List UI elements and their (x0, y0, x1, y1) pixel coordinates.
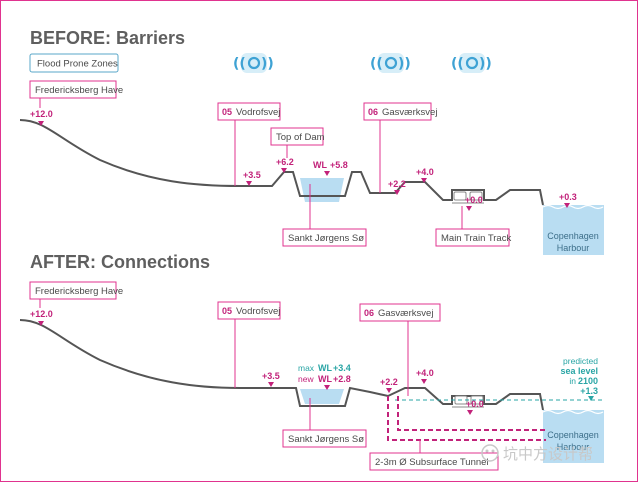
watermark: 坑中方设计帮 (481, 444, 593, 463)
svg-text:Fredericksberg Have: Fredericksberg Have (35, 85, 123, 96)
before-park-label: Fredericksberg Have (29, 80, 123, 99)
legend-label: Flood Prone Zones (37, 59, 118, 70)
after-lake-label: Sankt Jørgens Sø (282, 429, 367, 448)
after-park-label: Fredericksberg Have (29, 281, 123, 300)
svg-text:Copenhagen: Copenhagen (547, 231, 599, 241)
after-tunnel-label: 2-3m Ø Subsurface Tunnel (369, 452, 499, 471)
after-title: AFTER: Connections (30, 252, 210, 272)
svg-text:Top of Dam: Top of Dam (276, 132, 325, 143)
svg-text:)): )) (261, 56, 274, 72)
after-max-water-level: max WL +3.4 (298, 363, 351, 373)
flood-icon: (( )) (233, 53, 274, 73)
after-elev-track: +0.0 (466, 399, 484, 409)
svg-text:Vodrofsvej: Vodrofsvej (236, 306, 280, 317)
before-lake-label: Sankt Jørgens Sø (282, 228, 367, 247)
svg-text:WL: WL (318, 363, 332, 373)
svg-text:Gasværksvej: Gasværksvej (382, 107, 437, 118)
before-elev-track: +0.0 (465, 195, 483, 205)
svg-text:+1.3: +1.3 (580, 386, 598, 396)
after-street05-label: 05 Vodrofsvej (217, 301, 281, 320)
before-dam-label: Top of Dam (270, 127, 325, 146)
svg-text:06: 06 (364, 308, 374, 318)
svg-text:WL: WL (318, 374, 332, 384)
before-harbour-label: Copenhagen Harbour (547, 231, 599, 253)
subsurface-tunnel (387, 396, 546, 441)
flood-icon: (( )) (451, 53, 492, 73)
flood-icon: (( )) (370, 53, 411, 73)
svg-text:Harbour: Harbour (557, 442, 590, 452)
before-title: BEFORE: Barriers (30, 28, 185, 48)
before-elev-street06: +2.2 (388, 179, 406, 189)
svg-text:Gasværksvej: Gasværksvej (378, 308, 433, 319)
svg-text:+5.8: +5.8 (330, 160, 348, 170)
svg-text:Vodrofsvej: Vodrofsvej (236, 107, 280, 118)
svg-text:max: max (298, 363, 315, 373)
before-elev-street05: +3.5 (243, 170, 261, 180)
before-train-label: Main Train Track (435, 228, 511, 247)
svg-text:Fredericksberg Have: Fredericksberg Have (35, 286, 123, 297)
before-lake-water (300, 178, 344, 202)
svg-text:06: 06 (368, 107, 378, 117)
before-harbour-water (543, 205, 604, 255)
train-icon (452, 191, 484, 204)
after-elev-hill: +4.0 (416, 368, 434, 378)
svg-text:2100: 2100 (578, 376, 598, 386)
svg-text:in: in (569, 376, 576, 386)
after-ground-profile (19, 319, 544, 411)
svg-text:Sankt Jørgens Sø: Sankt Jørgens Sø (288, 233, 364, 244)
before-elev-park: +12.0 (30, 109, 53, 119)
svg-text:Harbour: Harbour (557, 243, 590, 253)
after-new-water-level: new WL +2.8 (298, 374, 351, 390)
after-harbour-water (543, 410, 604, 463)
before-street05-label: 05 Vodrofsvej (217, 102, 281, 121)
before-ground-profile (19, 119, 544, 206)
before-water-level: WL +5.8 (313, 160, 348, 176)
flood-zones-legend: Flood Prone Zones (29, 53, 119, 73)
svg-text:05: 05 (222, 306, 232, 316)
before-elev-dam: +6.2 (276, 157, 294, 167)
after-street06-label: 06 Gasværksvej (359, 303, 441, 322)
svg-text:坑中方设计帮: 坑中方设计帮 (503, 445, 593, 463)
svg-text:((: (( (451, 56, 464, 72)
svg-text:+3.4: +3.4 (333, 363, 351, 373)
svg-text:sea level: sea level (560, 366, 598, 376)
svg-text:WL: WL (313, 160, 327, 170)
svg-text:((: (( (370, 56, 383, 72)
before-street06-label: 06 Gasværksvej (363, 102, 437, 121)
after-elev-street05: +3.5 (262, 371, 280, 381)
predicted-sea-level-label: predicted sea level in 2100 +1.3 (560, 356, 598, 401)
before-elev-hill: +4.0 (416, 167, 434, 177)
svg-text:)): )) (398, 56, 411, 72)
svg-text:05: 05 (222, 107, 232, 117)
svg-text:)): )) (479, 56, 492, 72)
after-elev-park: +12.0 (30, 309, 53, 319)
after-elev-street06: +2.2 (380, 377, 398, 387)
svg-text:predicted: predicted (563, 356, 598, 366)
svg-text:new: new (298, 374, 314, 384)
svg-text:2-3m Ø Subsurface Tunnel: 2-3m Ø Subsurface Tunnel (375, 457, 489, 468)
svg-text:((: (( (233, 56, 246, 72)
before-elev-harbour: +0.3 (559, 192, 577, 202)
svg-text:Sankt Jørgens Sø: Sankt Jørgens Sø (288, 434, 364, 445)
svg-text:Copenhagen: Copenhagen (547, 430, 599, 440)
after-harbour-label: Copenhagen Harbour (547, 430, 599, 452)
svg-text:Main Train Track: Main Train Track (441, 233, 511, 244)
after-lake-water (300, 389, 344, 404)
svg-text:+2.8: +2.8 (333, 374, 351, 384)
